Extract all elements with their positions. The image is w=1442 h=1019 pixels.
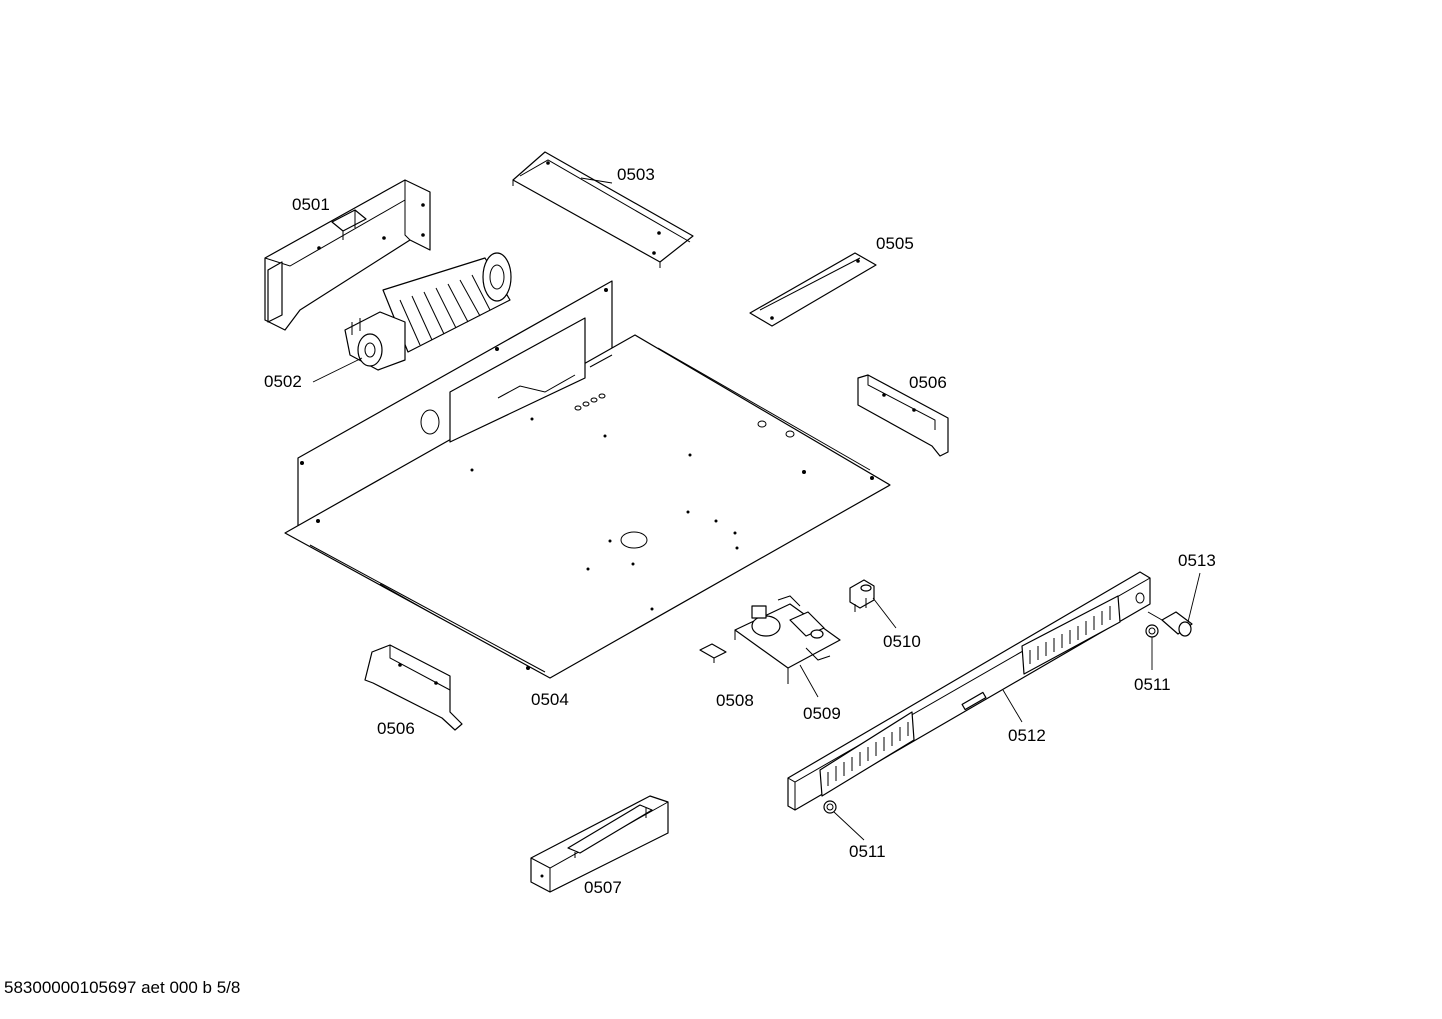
label-0512: 0512 — [1008, 726, 1046, 745]
part-0506-bracket-upper — [857, 374, 949, 457]
label-0510: 0510 — [883, 632, 921, 651]
part-0502-fan-motor — [344, 252, 512, 371]
part-0504-base-plate — [284, 280, 891, 679]
label-0503: 0503 — [617, 165, 655, 184]
document-footer-code: 58300000105697 aet 000 b 5/8 — [4, 978, 241, 997]
label-0513: 0513 — [1178, 551, 1216, 570]
label-0511-lower: 0511 — [849, 842, 886, 861]
label-0505: 0505 — [876, 234, 914, 253]
label-0506-upper: 0506 — [909, 373, 947, 392]
part-0505-rail — [749, 252, 877, 327]
label-0508: 0508 — [716, 691, 754, 710]
part-0509-thermostat — [734, 595, 841, 684]
part-0513-lamp-socket — [1147, 611, 1193, 637]
part-0501-bracket — [264, 179, 431, 331]
part-0511-knob-upper — [1145, 624, 1159, 638]
part-0510-switch — [849, 579, 875, 612]
part-0511-knob-lower — [823, 800, 837, 814]
label-0511-upper: 0511 — [1134, 675, 1171, 694]
leader-lines — [312, 177, 1201, 841]
label-0509: 0509 — [803, 704, 841, 723]
label-0506-lower: 0506 — [377, 719, 415, 738]
part-0512-front-panel — [787, 571, 1151, 811]
part-0503-rail — [512, 151, 694, 268]
label-0502: 0502 — [264, 372, 302, 391]
label-0504: 0504 — [531, 690, 569, 709]
part-0507-box — [530, 795, 669, 893]
label-0507: 0507 — [584, 878, 622, 897]
part-0506-bracket-lower — [364, 644, 463, 731]
label-0501: 0501 — [292, 195, 330, 214]
part-0508-clip — [699, 643, 727, 663]
